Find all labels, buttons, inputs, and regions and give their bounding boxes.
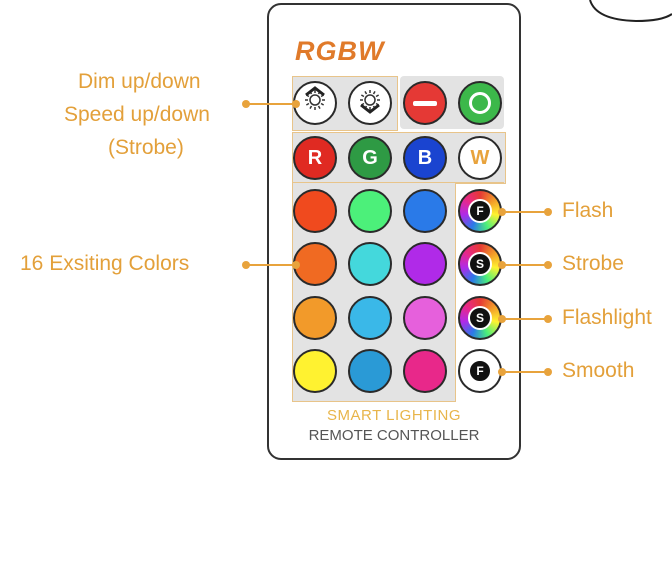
- callout-dot: [544, 315, 552, 323]
- color-swatch-button[interactable]: [293, 296, 337, 340]
- button-label: G: [362, 146, 378, 169]
- callout-line: [246, 103, 296, 105]
- footer-remote-controller: REMOTE CONTROLLER: [308, 427, 480, 444]
- callout-speed: Speed up/down: [64, 103, 210, 126]
- callout-dot: [292, 261, 300, 269]
- brand-logo: RGBW: [295, 36, 385, 66]
- color-button-r[interactable]: R: [293, 136, 337, 180]
- corner-circle: [589, 0, 672, 23]
- callout-16-colors: 16 Exsiting Colors: [20, 252, 190, 275]
- color-button-g[interactable]: G: [348, 136, 392, 180]
- color-swatch-button[interactable]: [348, 296, 392, 340]
- callout-dot: [498, 368, 506, 376]
- callout-line: [246, 264, 296, 266]
- callout-flash: Flash: [562, 199, 614, 222]
- callout-flashlight: Flashlight: [562, 306, 652, 329]
- color-swatch-button[interactable]: [403, 296, 447, 340]
- color-swatch-button[interactable]: [293, 349, 337, 393]
- off-button[interactable]: [403, 81, 447, 125]
- button-label: B: [417, 146, 433, 169]
- minus-icon: [413, 100, 437, 106]
- mode-badge: F: [468, 359, 492, 383]
- brightness-down-icon: [355, 85, 385, 121]
- callout-dot: [242, 100, 250, 108]
- color-swatch-button[interactable]: [348, 189, 392, 233]
- color-button-b[interactable]: B: [403, 136, 447, 180]
- color-swatch-button[interactable]: [348, 242, 392, 286]
- callout-smooth: Smooth: [562, 359, 635, 382]
- brightness-up-icon: [300, 85, 330, 121]
- dim-down-button[interactable]: [348, 81, 392, 125]
- mode-group: [455, 182, 504, 183]
- callout-line: [502, 211, 548, 213]
- callout-dot: [292, 100, 300, 108]
- color-swatch-button[interactable]: [293, 242, 337, 286]
- callout-dot: [242, 261, 250, 269]
- footer-smart-lighting: SMART LIGHTING: [327, 407, 461, 424]
- color-button-w[interactable]: W: [458, 136, 502, 180]
- callout-dim: Dim up/down: [78, 70, 201, 93]
- callout-dot: [544, 368, 552, 376]
- mode-badge: S: [468, 252, 492, 276]
- button-label: W: [470, 146, 490, 169]
- callout-dot: [544, 261, 552, 269]
- callout-dot: [498, 315, 506, 323]
- callout-dot: [498, 208, 506, 216]
- color-swatch-button[interactable]: [348, 349, 392, 393]
- color-swatch-button[interactable]: [403, 242, 447, 286]
- circle-icon: [469, 92, 491, 114]
- mode-button-flashlight[interactable]: S: [458, 296, 502, 340]
- callout-line: [502, 264, 548, 266]
- mode-button-flash[interactable]: F: [458, 189, 502, 233]
- callout-strobe: Strobe: [562, 252, 624, 275]
- button-label: R: [307, 146, 323, 169]
- callout-line: [502, 371, 548, 373]
- color-swatch-button[interactable]: [403, 189, 447, 233]
- callout-dot: [498, 261, 506, 269]
- mode-badge: S: [468, 306, 492, 330]
- color-swatch-button[interactable]: [403, 349, 447, 393]
- mode-button-smooth[interactable]: F: [458, 349, 502, 393]
- color-swatch-button[interactable]: [293, 189, 337, 233]
- on-button[interactable]: [458, 81, 502, 125]
- callout-line: [502, 318, 548, 320]
- mode-badge: F: [468, 199, 492, 223]
- callout-strobe-note: (Strobe): [108, 136, 184, 159]
- callout-dot: [544, 208, 552, 216]
- mode-button-strobe[interactable]: S: [458, 242, 502, 286]
